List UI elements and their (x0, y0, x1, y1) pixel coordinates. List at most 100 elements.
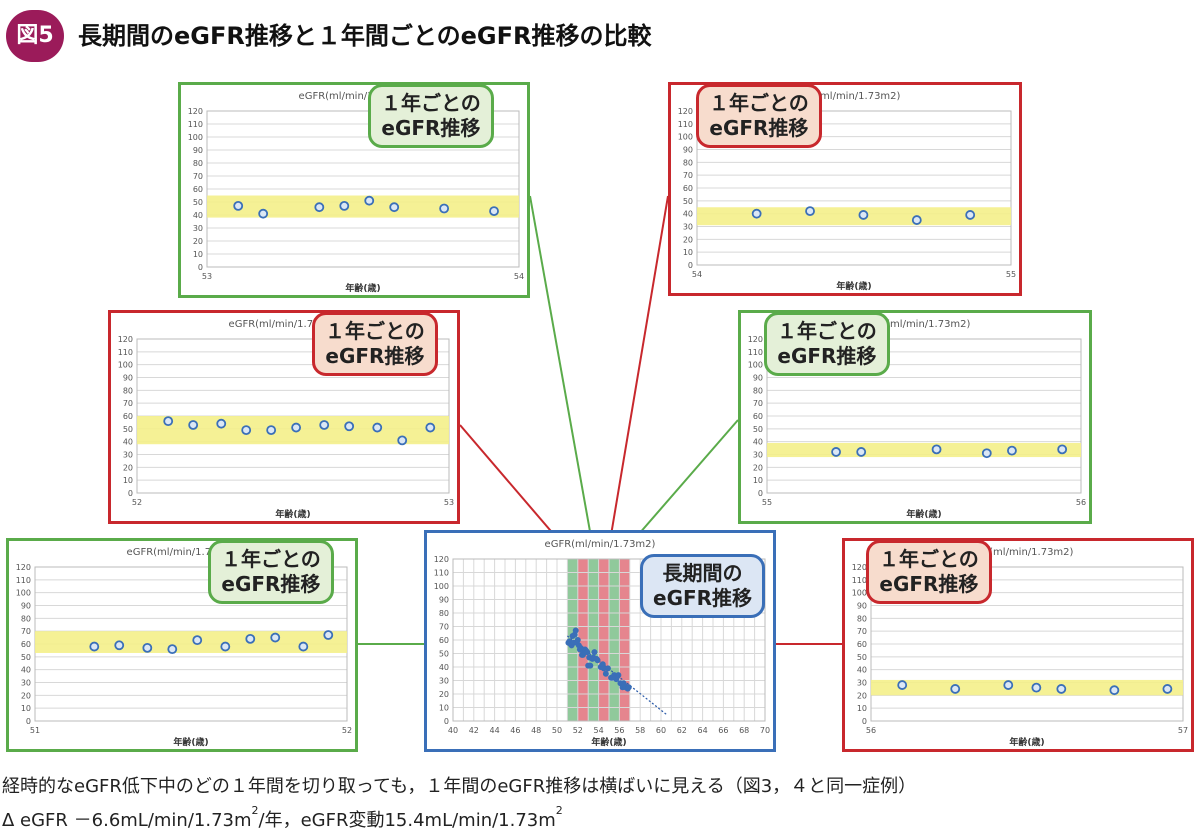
chart-age54: eGFR(ml/min/1.73m2)010203040506070809010… (678, 91, 1016, 292)
y-tick-label: 10 (753, 476, 763, 485)
plot-frame (870, 566, 1184, 722)
data-point (314, 202, 325, 213)
data-point (805, 206, 815, 216)
callout-line2: eGFR推移 (221, 572, 321, 596)
data-point (625, 684, 632, 691)
data-point (1031, 682, 1042, 693)
y-tick-label: 0 (198, 263, 203, 272)
data-point (856, 447, 867, 457)
plot-frame (206, 110, 520, 268)
y-tick-label: 20 (193, 237, 203, 246)
data-point (344, 421, 355, 432)
data-point (602, 670, 609, 677)
data-point (931, 444, 942, 455)
callout-line1: １年ごとの (777, 319, 877, 343)
variability-band (697, 207, 1011, 226)
y-tick-label: 100 (678, 133, 693, 142)
chart-title: eGFR(ml/min/1.73m2) (860, 319, 971, 330)
y-tick-label: 0 (26, 717, 31, 726)
data-point (220, 641, 231, 652)
x-axis-label: 年齢(歳) (173, 736, 208, 748)
data-point (1056, 684, 1067, 694)
y-tick-label: 40 (753, 438, 763, 447)
y-tick-label: 80 (753, 386, 763, 395)
data-point (489, 206, 499, 216)
data-point (594, 657, 601, 664)
y-tick-label: 70 (683, 171, 693, 180)
x-tick-label: 60 (656, 726, 666, 735)
chart-age52: eGFR(ml/min/1.73m2)010203040506070809010… (118, 319, 454, 520)
y-tick-label: 120 (118, 335, 133, 344)
y-tick-label: 20 (21, 691, 31, 700)
y-tick-label: 0 (128, 489, 133, 498)
data-point (1003, 680, 1014, 690)
x-tick-label: 55 (762, 498, 772, 507)
chart-title: eGFR(ml/min/1.73m2) (790, 91, 901, 102)
x-axis-label: 年齢(歳) (1009, 736, 1044, 748)
y-tick-label: 100 (118, 361, 133, 370)
x-axis-label: 年齢(歳) (836, 280, 871, 292)
y-tick-label: 30 (857, 679, 867, 688)
chart-age55: eGFR(ml/min/1.73m2)010203040506070809010… (748, 319, 1086, 520)
caption-variability: /年，eGFR変動15.4mL/min/1.73m (258, 810, 556, 831)
x-tick-label: 54 (594, 726, 604, 735)
y-tick-label: 50 (21, 653, 31, 662)
data-point (950, 684, 961, 694)
data-point (372, 422, 383, 433)
data-point (163, 416, 174, 427)
data-point (439, 203, 450, 214)
chart-title: eGFR(ml/min/1.73m2) (127, 547, 238, 558)
data-point (831, 447, 841, 457)
data-point (142, 642, 153, 653)
data-point (751, 208, 762, 219)
x-tick-label: 57 (1178, 726, 1188, 735)
x-tick-label: 58 (635, 726, 645, 735)
callout-annual-age53: １年ごとの eGFR推移 (368, 84, 494, 148)
data-point (323, 630, 334, 640)
y-tick-label: 60 (193, 185, 203, 194)
data-point (615, 672, 622, 679)
x-tick-label: 48 (531, 726, 541, 735)
y-tick-label: 60 (753, 412, 763, 421)
y-tick-label: 120 (852, 563, 867, 572)
y-tick-label: 40 (123, 438, 133, 447)
x-axis-label: 年齢(歳) (906, 508, 941, 520)
y-tick-label: 90 (439, 596, 449, 605)
callout-line2: eGFR推移 (879, 572, 979, 596)
callout-annual-age55: １年ごとの eGFR推移 (764, 312, 890, 376)
y-tick-label: 50 (123, 425, 133, 434)
callout-line2: eGFR推移 (709, 116, 809, 140)
data-point (1007, 445, 1017, 456)
data-point (319, 420, 330, 430)
x-tick-label: 68 (739, 726, 749, 735)
y-tick-label: 60 (123, 412, 133, 421)
data-point (364, 195, 375, 206)
y-tick-label: 110 (118, 348, 133, 357)
callout-line1: １年ごとの (381, 91, 481, 115)
y-tick-label: 110 (852, 576, 867, 585)
y-tick-label: 80 (21, 614, 31, 623)
data-point (89, 641, 100, 652)
x-tick-label: 70 (760, 726, 770, 735)
y-tick-label: 60 (857, 640, 867, 649)
caption-sup-2: 2 (555, 804, 563, 817)
y-tick-label: 30 (753, 451, 763, 460)
chart-title: eGFR(ml/min/1.73m2) (299, 91, 410, 102)
data-point (114, 640, 125, 651)
caption-line2: Δ eGFR －6.6mL/min/1.73m2/年，eGFR変動15.4mL/… (2, 804, 563, 832)
y-tick-label: 30 (683, 223, 693, 232)
y-tick-label: 80 (439, 609, 449, 618)
data-point (258, 208, 269, 219)
y-tick-label: 80 (123, 386, 133, 395)
data-point (188, 420, 199, 430)
data-point (1057, 444, 1068, 455)
callout-line1: １年ごとの (325, 319, 425, 343)
chart-title: eGFR(ml/min/1.73m2) (229, 319, 340, 330)
data-point (298, 641, 309, 652)
connector-age54 (605, 195, 669, 566)
y-tick-label: 20 (439, 690, 449, 699)
y-tick-label: 30 (21, 679, 31, 688)
x-tick-label: 56 (866, 726, 876, 735)
x-tick-label: 53 (202, 272, 212, 281)
